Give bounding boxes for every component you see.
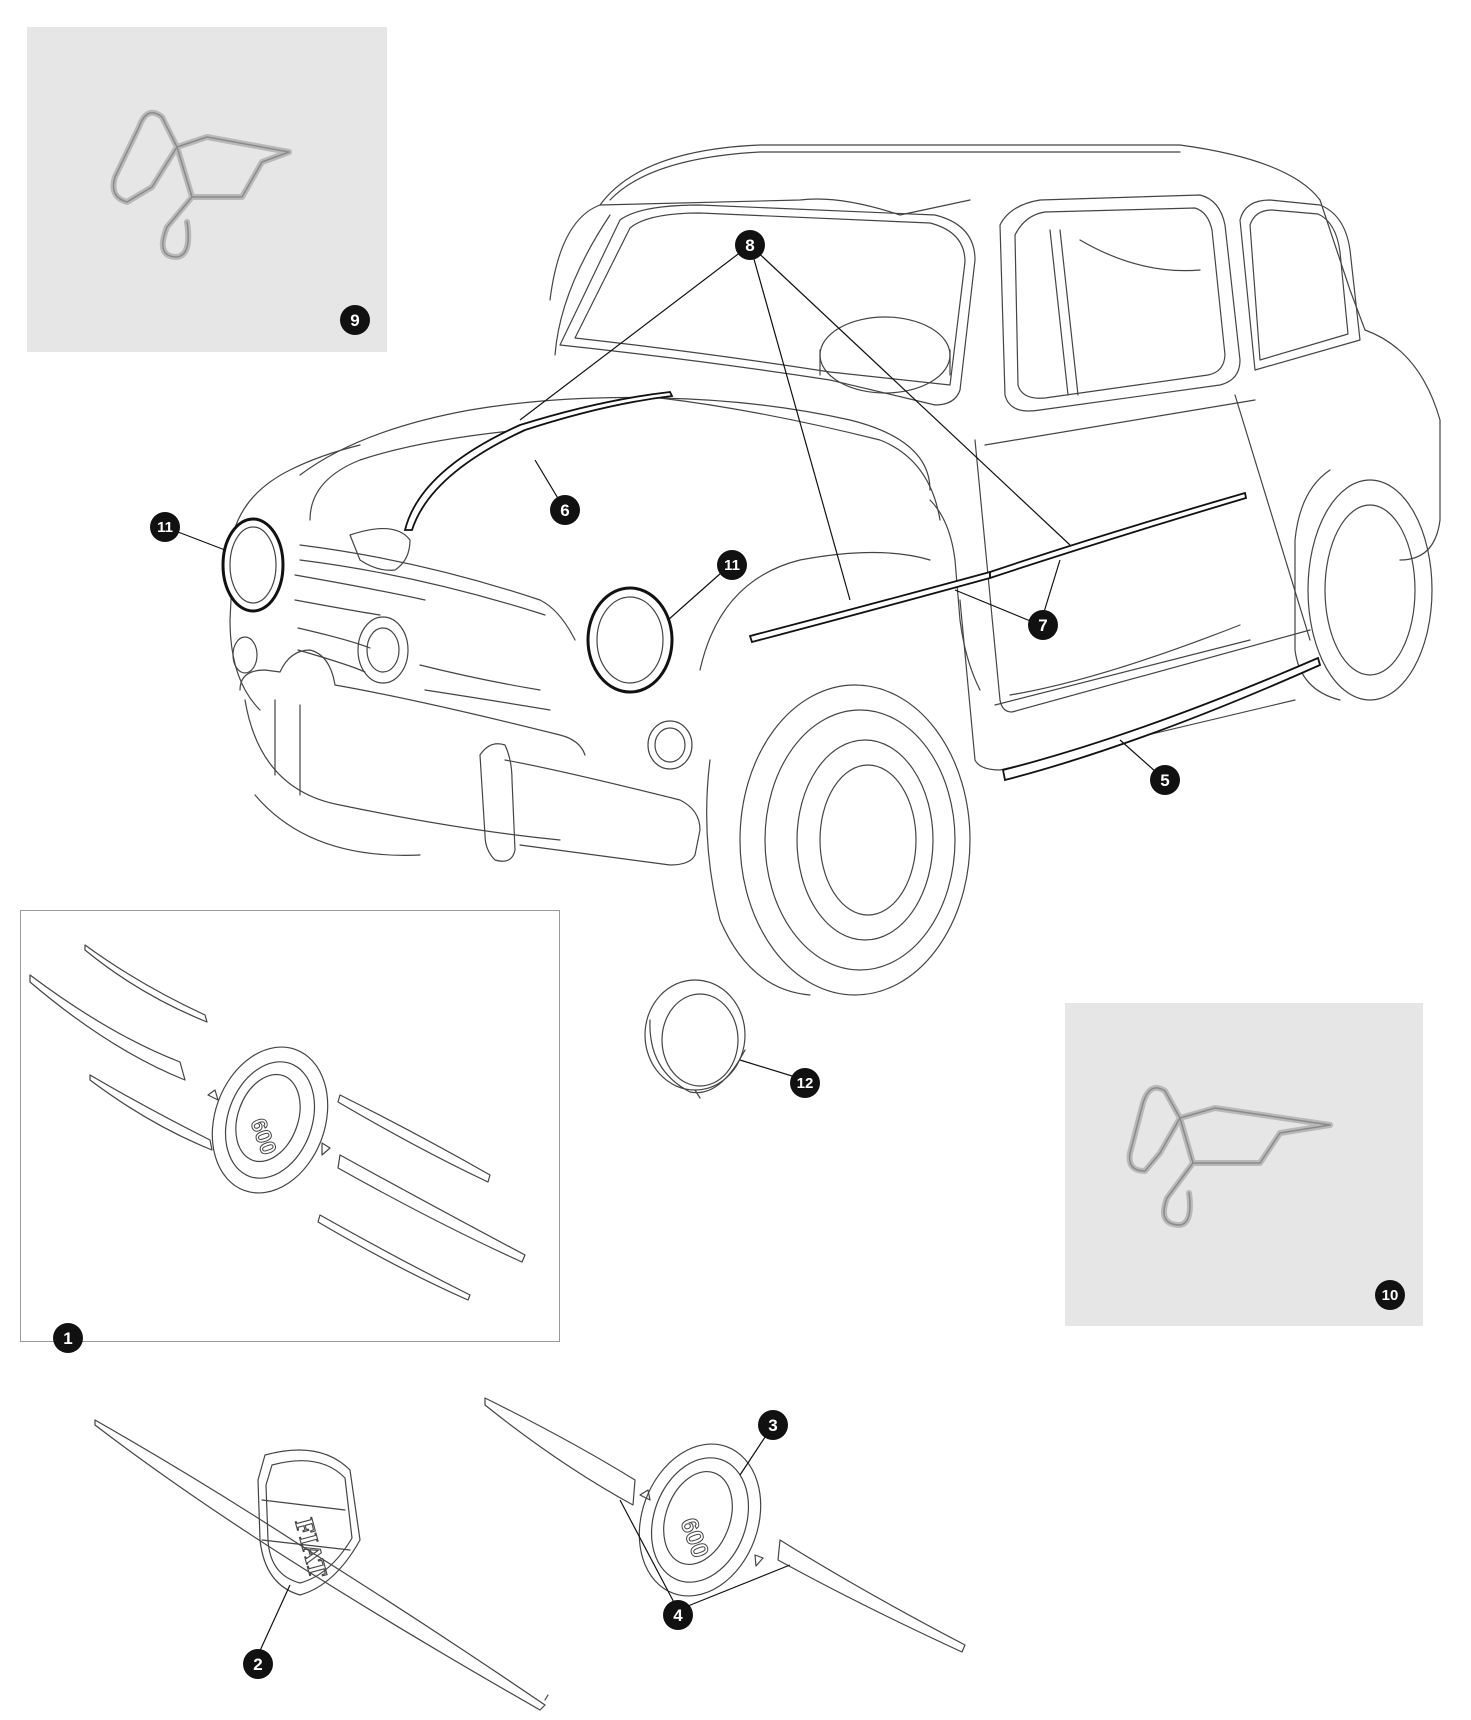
grille-kit-panel-1 xyxy=(20,910,560,1342)
highlighted-trims xyxy=(221,391,1322,782)
callout-10: 10 xyxy=(1375,1280,1405,1310)
leader-lines xyxy=(164,244,1166,1656)
clip-photo-panel-9 xyxy=(27,27,387,352)
callout-7: 7 xyxy=(1028,610,1058,640)
callout-1: 1 xyxy=(53,1323,83,1353)
grille-fiat-part-2 xyxy=(94,1419,549,1711)
clip-photo-panel-10 xyxy=(1065,1003,1423,1326)
callout-11-right-headlight: 11 xyxy=(717,550,747,580)
wire-clip-illustration xyxy=(1126,1085,1333,1228)
emblem-fiat-text: FIAT xyxy=(289,1515,333,1581)
emblem-600-text-kit: 600 xyxy=(246,1115,282,1158)
callout-3: 3 xyxy=(758,1410,788,1440)
callout-4: 4 xyxy=(663,1600,693,1630)
callout-11-left-headlight: 11 xyxy=(150,512,180,542)
callout-6: 6 xyxy=(550,495,580,525)
emblem-600-text-part3: 600 xyxy=(675,1515,714,1562)
callout-8: 8 xyxy=(735,230,765,260)
callout-12: 12 xyxy=(790,1068,820,1098)
car-body-outline xyxy=(229,144,1441,996)
callout-9: 9 xyxy=(340,305,370,335)
callout-5: 5 xyxy=(1150,765,1180,795)
grille-kit-parts xyxy=(29,944,526,1301)
callout-2: 2 xyxy=(243,1649,273,1679)
grille-600-part-3-4 xyxy=(484,1397,966,1653)
headlight-ring-part-12 xyxy=(644,979,746,1099)
wire-clip-illustration xyxy=(110,109,292,260)
